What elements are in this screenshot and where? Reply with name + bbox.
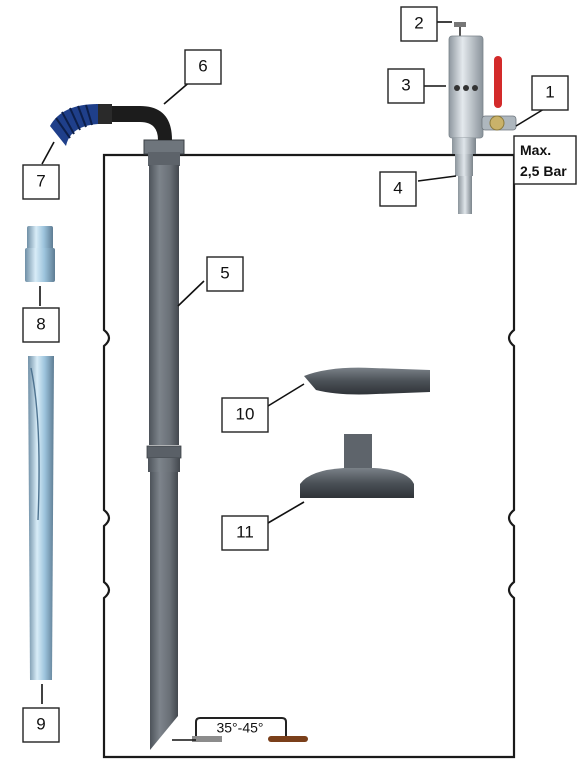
- pressure-note: Max. 2,5 Bar: [513, 135, 577, 185]
- callout-8-label: 8: [36, 314, 45, 333]
- callout-7: 7: [22, 164, 60, 200]
- floor-nozzle: [300, 434, 414, 498]
- callout-3-label: 3: [401, 75, 410, 94]
- callout-11: 11: [221, 515, 269, 551]
- callout-5-label: 5: [220, 263, 229, 282]
- callout-10: 10: [221, 397, 269, 433]
- callout-1: 1: [531, 75, 569, 111]
- callout-2: 2: [400, 6, 438, 42]
- callout-9: 9: [22, 707, 60, 743]
- extension-tube: [28, 356, 54, 680]
- angle-label: 35°-45°: [216, 720, 263, 736]
- crevice-nozzle: [304, 367, 430, 395]
- callout-9-label: 9: [36, 714, 45, 733]
- callout-2-label: 2: [414, 13, 423, 32]
- elbow-and-hose: [50, 104, 172, 146]
- pump-head: [448, 22, 517, 214]
- callout-3: 3: [387, 68, 425, 104]
- callout-10-label: 10: [236, 404, 255, 423]
- callout-4-label: 4: [393, 178, 402, 197]
- suction-pipe: [143, 139, 185, 750]
- drum-outline: [102, 153, 516, 759]
- callout-1-label: 1: [545, 82, 554, 101]
- callout-5: 5: [206, 256, 244, 292]
- callout-4: 4: [379, 171, 417, 207]
- pressure-line-1: Max.: [520, 142, 551, 158]
- connector-tube: [25, 226, 55, 282]
- callout-6: 6: [184, 49, 222, 85]
- angle-gauge: [192, 717, 308, 742]
- callout-11-label: 11: [236, 522, 254, 541]
- callout-8: 8: [22, 307, 60, 343]
- callout-6-label: 6: [198, 56, 207, 75]
- callout-7-label: 7: [36, 171, 45, 190]
- pressure-line-2: 2,5 Bar: [520, 163, 567, 179]
